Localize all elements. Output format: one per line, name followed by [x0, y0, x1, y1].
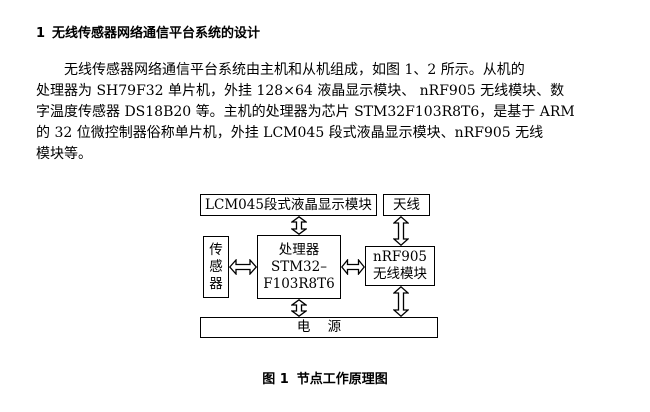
arrow-rf-power — [393, 286, 409, 317]
arrow-sensor-processor — [229, 259, 257, 275]
processor-label-line: 处理器 — [278, 241, 320, 258]
figure-number: 图 1 — [262, 372, 289, 387]
section-number: 1 — [36, 26, 46, 41]
body-paragraph: 无线传感器网络通信平台系统由主机和从机组成，如图 1、2 所示。从机的 处理器为… — [36, 60, 612, 165]
sensor-label-char: 传 — [209, 241, 223, 258]
section-heading: 1 无线传感器网络通信平台系统的设计 — [36, 22, 260, 41]
paragraph-line: 处理器为 SH79F32 单片机，外挂 128×64 液晶显示模块、 nRF90… — [36, 83, 565, 99]
section-title: 无线传感器网络通信平台系统的设计 — [52, 26, 261, 41]
paragraph-line: 字温度传感器 DS18B20 等。主机的处理器为芯片 STM32F103R8T6… — [36, 104, 575, 120]
antenna-label: 天线 — [393, 196, 420, 213]
rf-module-label-line: nRF905 — [373, 249, 427, 265]
power-box: 电 源 — [200, 317, 438, 338]
arrow-processor-rf — [341, 259, 365, 275]
antenna-box: 天线 — [383, 194, 430, 216]
rf-module-box: nRF905 无线模块 — [365, 246, 435, 286]
paragraph-line: 无线传感器网络通信平台系统由主机和从机组成，如图 1、2 所示。从机的 — [64, 62, 525, 78]
lcd-module-box: LCM045段式液晶显示模块 — [200, 194, 377, 216]
figure-title: 节点工作原理图 — [296, 372, 388, 387]
processor-label-line: F103R8T6 — [263, 275, 335, 292]
paragraph-line: 模块等。 — [36, 146, 92, 162]
rf-module-label-line: 无线模块 — [373, 266, 427, 282]
arrow-lcd-processor — [291, 216, 307, 235]
processor-box: 处理器 STM32– F103R8T6 — [257, 235, 341, 299]
power-label: 电 源 — [296, 319, 342, 335]
processor-label-line: STM32– — [270, 258, 327, 275]
node-block-diagram: LCM045段式液晶显示模块 天线 传 感 器 处理器 STM32– F103R… — [196, 191, 451, 341]
arrow-antenna-rf — [393, 216, 409, 246]
arrow-processor-power — [291, 299, 307, 317]
sensor-label-char: 器 — [209, 275, 223, 292]
paragraph-line: 的 32 位微控制器俗称单片机，外挂 LCM045 段式液晶显示模块、nRF90… — [36, 125, 544, 141]
sensor-box: 传 感 器 — [203, 236, 229, 298]
lcd-module-label: LCM045段式液晶显示模块 — [205, 196, 372, 213]
figure-caption: 图 1 节点工作原理图 — [0, 368, 650, 387]
sensor-label-char: 感 — [209, 258, 223, 275]
